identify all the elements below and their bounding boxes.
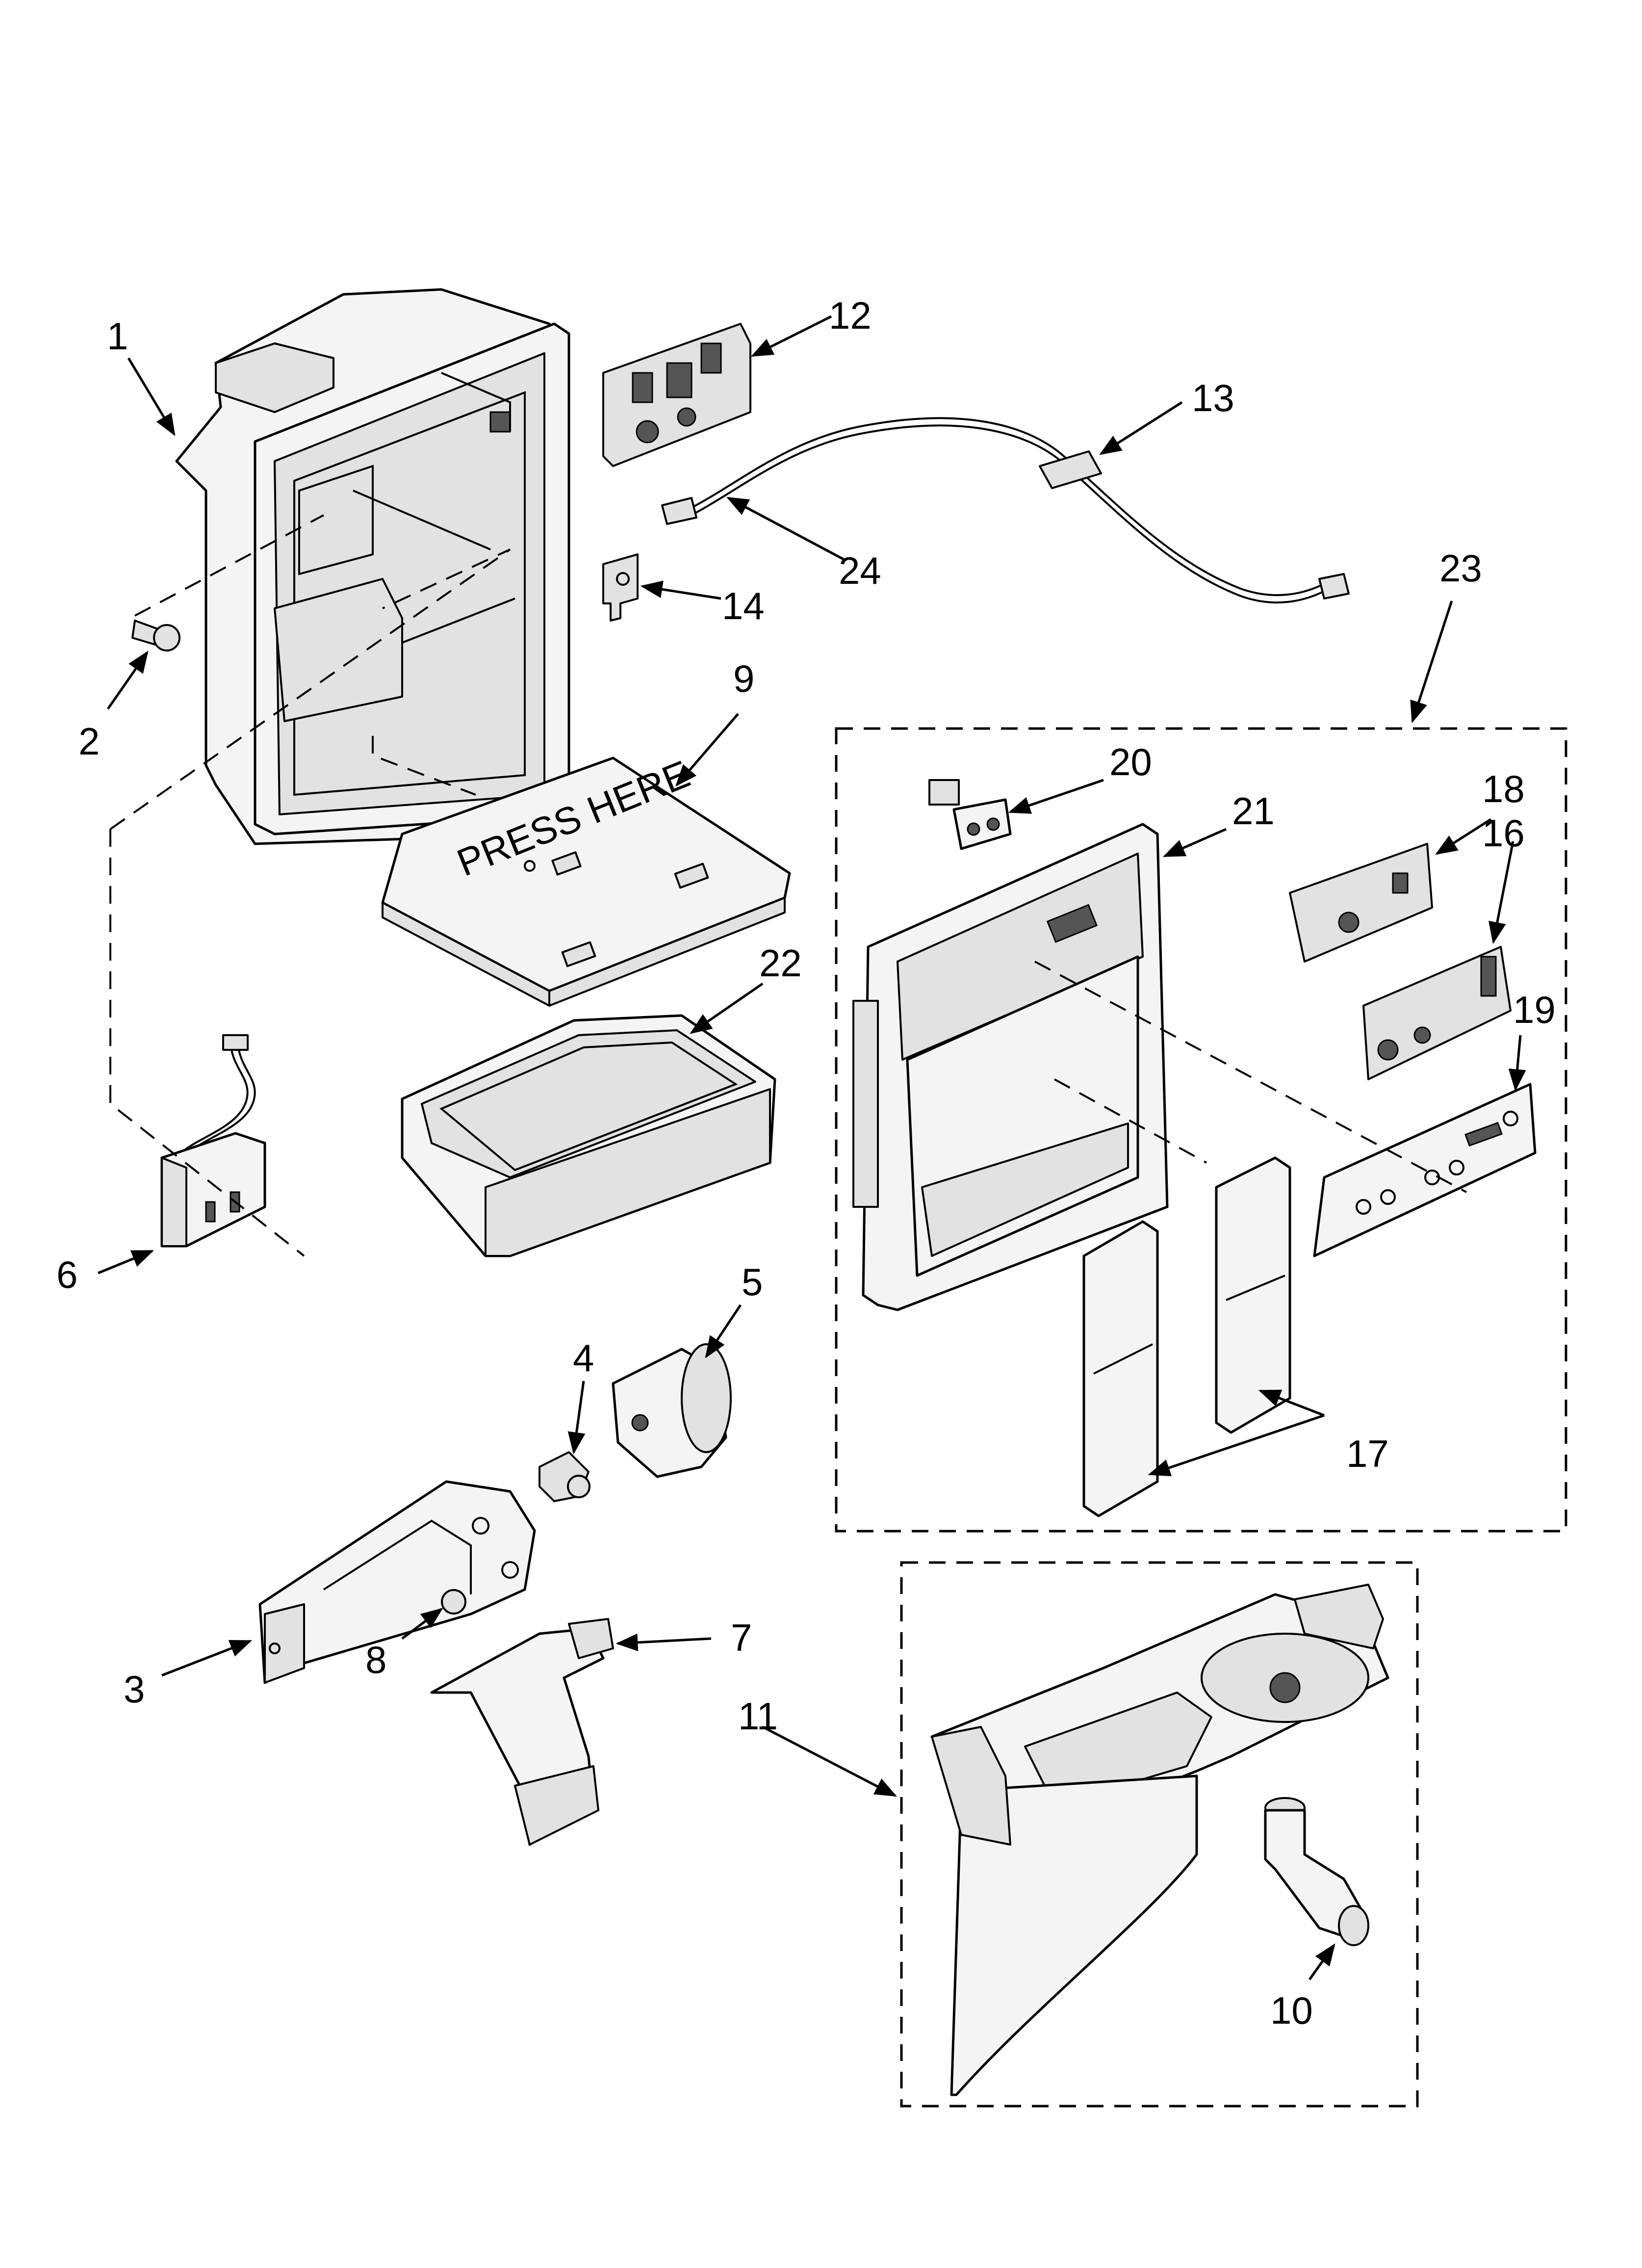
callout-label-13: 13 (1192, 376, 1234, 419)
part-3-mounting-bracket (258, 1480, 536, 1684)
callout-label-19: 19 (1513, 988, 1556, 1031)
callout-label-10: 10 (1270, 1989, 1313, 2032)
callout-label-3: 3 (124, 1668, 145, 1711)
callout-label-16: 16 (1482, 811, 1525, 855)
part-11-ice-chute (930, 1584, 1389, 2096)
part-16-board (1362, 946, 1512, 1080)
callout-label-12: 12 (829, 294, 872, 337)
callout-label-11: 11 (738, 1694, 778, 1738)
part-1-ice-bin-housing (175, 288, 570, 845)
part-20-switch (928, 779, 1012, 850)
callout-labels: 1 2 3 4 5 6 7 8 9 10 11 12 13 14 16 17 1… (56, 294, 1556, 2032)
part-12-control-board (602, 323, 751, 467)
dispenser-assembly-box (835, 727, 1567, 1533)
callout-label-9: 9 (733, 657, 754, 700)
callout-label-20: 20 (1109, 740, 1152, 783)
callout-label-6: 6 (56, 1253, 77, 1296)
callout-label-4: 4 (573, 1336, 594, 1380)
part-22-drip-tray (401, 1014, 776, 1257)
callout-label-23: 23 (1439, 547, 1482, 590)
callout-label-21: 21 (1232, 789, 1275, 833)
callout-label-17: 17 (1346, 1432, 1389, 1475)
part-10-elbow-fitting (1264, 1797, 1369, 1946)
part-9-shelf: PRESS HERE (381, 752, 791, 1007)
callout-label-24: 24 (839, 549, 881, 592)
callout-label-1: 1 (107, 314, 128, 358)
part-13-wire-harness (686, 417, 1350, 604)
part-17-paddles (1082, 1156, 1291, 1517)
callout-label-2: 2 (78, 720, 100, 763)
ice-chute-assembly-box (900, 1561, 1419, 2108)
callout-label-22: 22 (759, 941, 802, 985)
part-7-actuator-arm (430, 1618, 614, 1846)
part-8-screw (441, 1589, 466, 1615)
leader-arrows (98, 315, 1526, 1981)
callout-label-8: 8 (365, 1638, 386, 1681)
callout-label-14: 14 (722, 584, 765, 627)
part-21-dispenser-frame (852, 823, 1169, 1311)
assembly-lines (109, 514, 1467, 1257)
part-5-motor (612, 1343, 732, 1478)
part-18-board (1289, 843, 1433, 963)
part-2-screw (131, 620, 180, 652)
callout-label-18: 18 (1482, 767, 1525, 810)
callout-label-5: 5 (742, 1260, 763, 1303)
part-6-switch-module (160, 1034, 266, 1248)
callout-label-7: 7 (731, 1616, 752, 1659)
part-24-connector (661, 497, 697, 525)
part-4-cam (539, 1451, 590, 1502)
part-14-bracket (602, 553, 639, 622)
